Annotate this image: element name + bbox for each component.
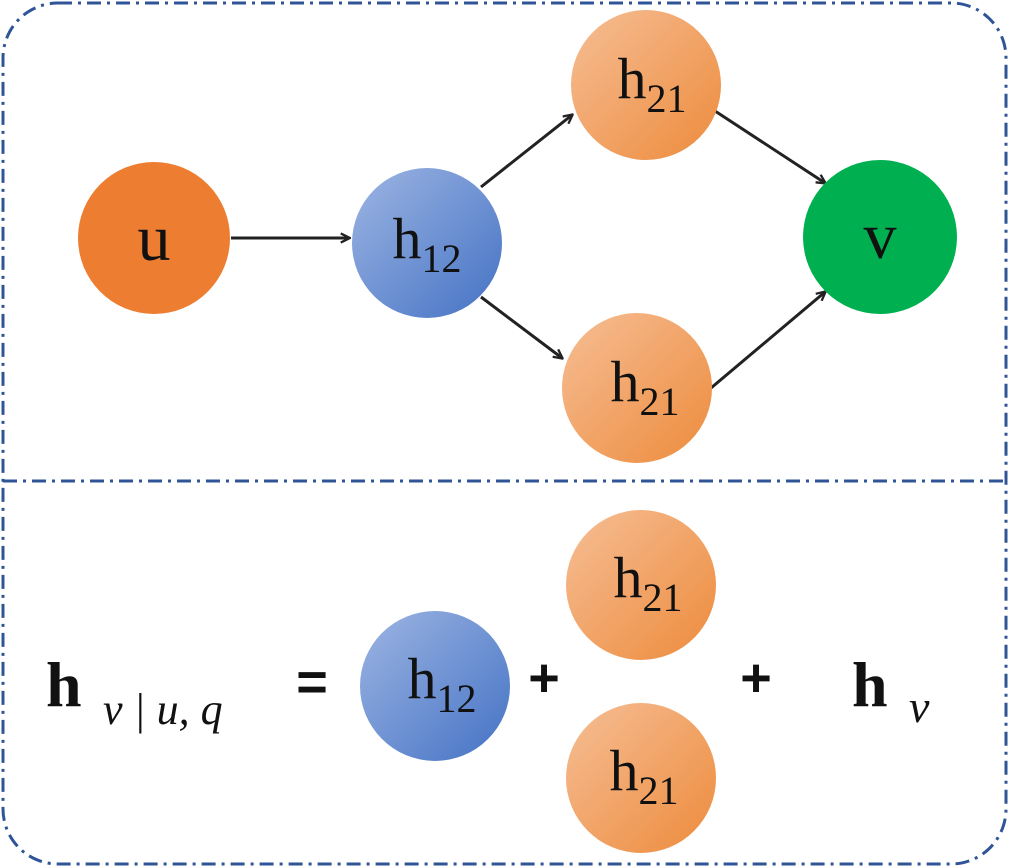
node-h21-bottom-sub: 21 xyxy=(640,379,680,424)
node-h12-main: h xyxy=(393,206,422,271)
plus-sign-1: + xyxy=(528,648,560,708)
edge-h12-h21-bottom xyxy=(480,295,562,358)
node-u-label: u xyxy=(138,202,171,275)
eq-node-h12: h12 xyxy=(360,611,510,761)
svg-text:h12: h12 xyxy=(408,646,477,721)
equation-rhs-main: h xyxy=(852,649,888,720)
equation-rhs-sub: v xyxy=(909,681,930,732)
svg-text:h21: h21 xyxy=(611,349,680,424)
equals-sign: = xyxy=(296,652,328,712)
node-h21-top-main: h xyxy=(618,46,647,111)
node-h12-sub: 12 xyxy=(422,236,462,281)
eq-node-h21-bottom-sub: 21 xyxy=(639,768,679,813)
equation-lhs-main: h xyxy=(46,649,82,720)
node-v: v xyxy=(803,160,957,314)
svg-text:h12: h12 xyxy=(393,206,462,281)
svg-text:h21: h21 xyxy=(618,46,687,121)
eq-node-h21-bottom-main: h xyxy=(610,738,639,803)
eq-node-h21-top: h21 xyxy=(566,510,716,660)
eq-node-h12-sub: 12 xyxy=(437,676,477,721)
node-h21-top-sub: 21 xyxy=(647,76,687,121)
node-u: u xyxy=(78,162,230,314)
eq-node-h21-bottom: h21 xyxy=(566,703,716,853)
node-h21-top: h21 xyxy=(571,10,721,160)
edge-h21-top-v xyxy=(714,109,825,183)
plus-sign-2: + xyxy=(740,648,772,708)
svg-text:h21: h21 xyxy=(610,738,679,813)
edge-h12-h21-top xyxy=(480,115,572,189)
eq-node-h12-main: h xyxy=(408,646,437,711)
equation-lhs-sub: v | u, q xyxy=(103,685,223,734)
node-h21-bottom: h21 xyxy=(562,313,712,463)
svg-text:h21: h21 xyxy=(614,545,683,620)
node-v-label: v xyxy=(864,200,897,273)
eq-node-h21-top-sub: 21 xyxy=(643,575,683,620)
equation-lhs: h v | u, q xyxy=(46,649,223,734)
node-h21-bottom-main: h xyxy=(611,349,640,414)
equation-rhs: h v xyxy=(852,649,930,732)
node-h12: h12 xyxy=(352,168,502,318)
edge-h21-bottom-v xyxy=(710,292,825,390)
eq-node-h21-top-main: h xyxy=(614,545,643,610)
